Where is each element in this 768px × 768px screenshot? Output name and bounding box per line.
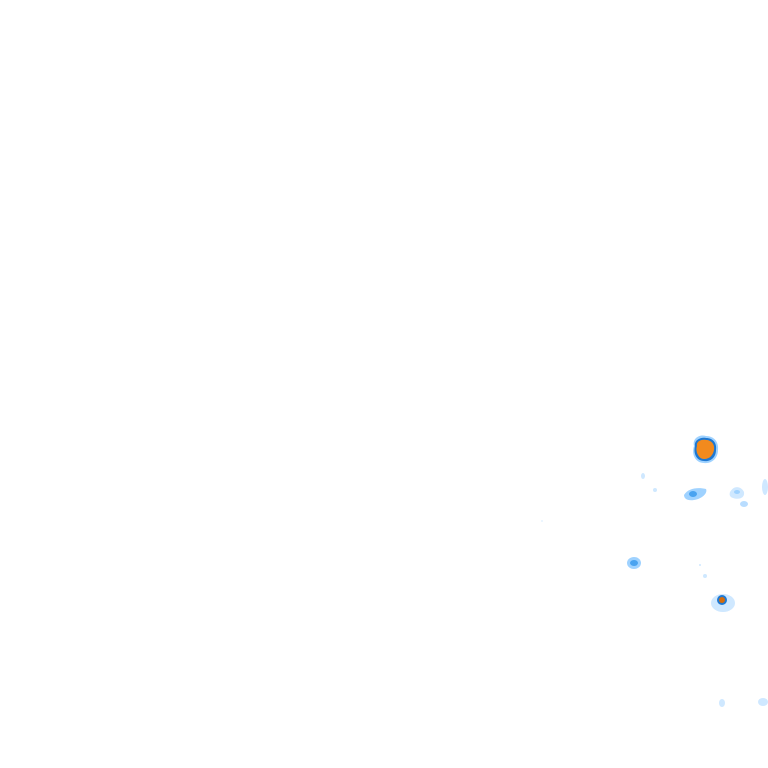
radar-patch-east-1 [684,488,707,501]
speckle-8 [699,564,701,566]
radar-cell-small-south [711,594,735,612]
speckle-4 [703,574,707,578]
radar-speckles [541,473,768,707]
speckle-5 [719,699,725,707]
radar-cell-small-core [719,597,725,603]
radar-patch-west [627,557,641,569]
radar-cell-large [693,435,719,464]
speckle-7 [541,520,543,522]
radar-cell-large-core [696,439,715,459]
speckle-3 [762,479,768,495]
speckle-1 [641,473,645,479]
speckle-6 [758,698,768,706]
radar-patch-east-2 [729,487,748,507]
speckle-2 [653,488,657,492]
